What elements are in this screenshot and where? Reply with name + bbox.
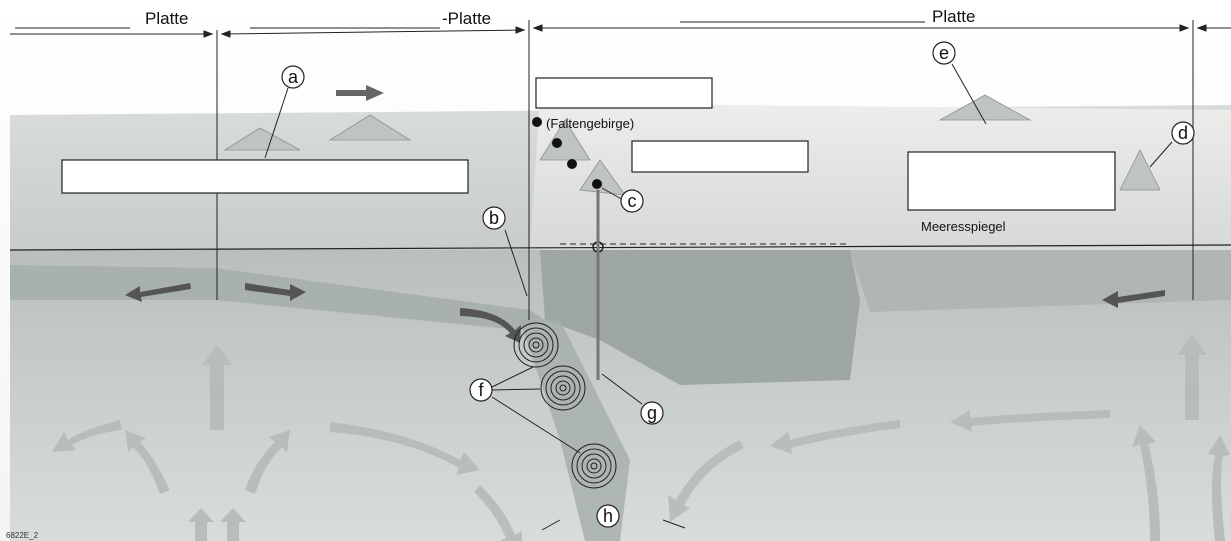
answer-box-1[interactable] <box>62 160 468 193</box>
marker-g: g <box>641 402 663 424</box>
svg-text:d: d <box>1178 123 1188 143</box>
answer-box-3[interactable] <box>632 141 808 172</box>
fold-mountains-label: (Faltengebirge) <box>546 116 634 131</box>
marker-d: d <box>1172 122 1194 144</box>
marker-a: a <box>282 66 304 88</box>
svg-text:h: h <box>603 506 613 526</box>
marker-h: h <box>597 505 619 527</box>
answer-box-2[interactable] <box>536 78 712 108</box>
marker-f: f <box>470 379 492 401</box>
answer-box-4[interactable] <box>908 152 1115 210</box>
plate-label-middle: -Platte <box>442 9 491 28</box>
plate-label-right: Platte <box>932 7 975 26</box>
sea-level-label: Meeresspiegel <box>921 219 1006 234</box>
figure-code: 6822E_2 <box>6 531 39 540</box>
marker-b: b <box>483 207 505 229</box>
svg-text:g: g <box>647 403 657 423</box>
plate-label-left: Platte <box>145 9 188 28</box>
svg-text:a: a <box>288 67 299 87</box>
svg-text:b: b <box>489 208 499 228</box>
marker-e: e <box>933 42 955 64</box>
svg-text:e: e <box>939 43 949 63</box>
marker-c: c <box>621 190 643 212</box>
svg-text:c: c <box>628 191 637 211</box>
